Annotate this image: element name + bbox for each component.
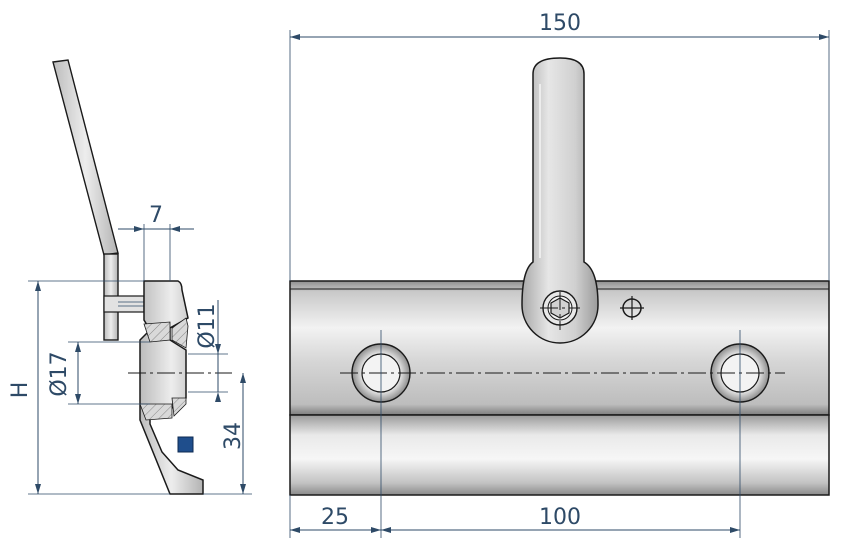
blue-square-marker-icon [177,436,194,453]
circle-crosshair-icon [620,296,644,320]
dim-thickness-7: 7 [149,203,163,228]
front-view [289,57,830,496]
side-view [52,59,232,495]
side-dimensions: H Ø17 Ø11 34 7 [8,203,252,495]
dim-dia-11: Ø11 [195,303,220,348]
dim-spacing-100: 100 [539,505,581,530]
side-lever [52,59,119,256]
front-dimensions: 150 25 100 [289,11,830,538]
side-section-right-bottom [171,397,187,417]
dim-dia-17: Ø17 [47,351,72,396]
front-body-bottom [289,414,830,496]
dim-height-34: 34 [221,422,246,450]
side-pin [103,295,145,313]
dim-width-150: 150 [539,11,581,36]
side-section-top [143,321,171,343]
side-section-right-top [171,317,189,349]
side-body [139,280,204,495]
side-section-bottom [139,403,173,421]
dim-height-h: H [8,382,33,399]
dim-offset-25: 25 [321,505,349,530]
